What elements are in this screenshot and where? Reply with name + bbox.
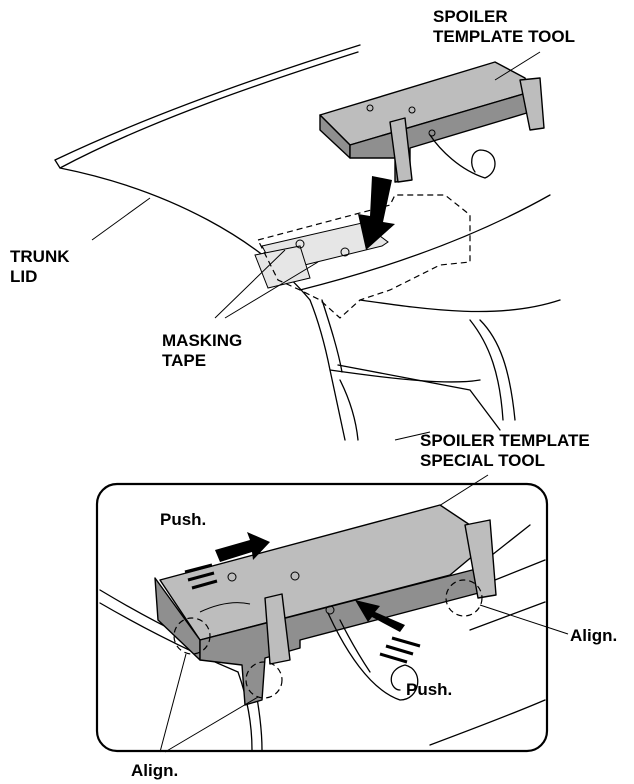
label-push-top: Push.	[160, 510, 206, 529]
spoiler-template-tool	[319, 61, 545, 183]
label-spoiler-template-tool-2: TEMPLATE TOOL	[433, 27, 575, 46]
tool-position-outline	[257, 194, 471, 319]
leader-align-left	[159, 653, 187, 753]
label-masking-tape-2: TAPE	[162, 351, 206, 370]
leader-align-middle	[164, 696, 259, 753]
detail-scene	[99, 504, 546, 751]
label-push-bottom: Push.	[406, 680, 452, 699]
push-arrow-top	[184, 532, 270, 590]
leader-spoiler-tool	[494, 51, 541, 81]
label-trunk-lid-1: TRUNK	[10, 247, 70, 266]
detail-frame	[95, 482, 549, 753]
leader-align-right	[479, 604, 569, 635]
label-align-right: Align.	[570, 626, 617, 645]
leader-tape-2	[224, 261, 319, 319]
label-spoiler-template-tool-1: SPOILER	[433, 7, 508, 26]
push-arrow-bottom	[355, 600, 421, 664]
align-circle-middle	[245, 661, 283, 699]
leader-tape-1	[214, 249, 286, 319]
align-circle-right	[445, 579, 483, 617]
align-circle-left	[173, 617, 211, 655]
label-special-tool-2: SPECIAL TOOL	[420, 451, 545, 470]
label-align-bottom: Align.	[131, 761, 178, 780]
label-special-tool-1: SPOILER TEMPLATE	[420, 431, 590, 450]
down-arrow	[358, 176, 395, 250]
masking-tape-strips	[254, 219, 389, 289]
leader-trunk-lid	[91, 197, 151, 241]
label-masking-tape-1: MASKING	[162, 331, 242, 350]
label-trunk-lid-2: LID	[10, 267, 37, 286]
trunk-lid-scene	[54, 44, 561, 441]
